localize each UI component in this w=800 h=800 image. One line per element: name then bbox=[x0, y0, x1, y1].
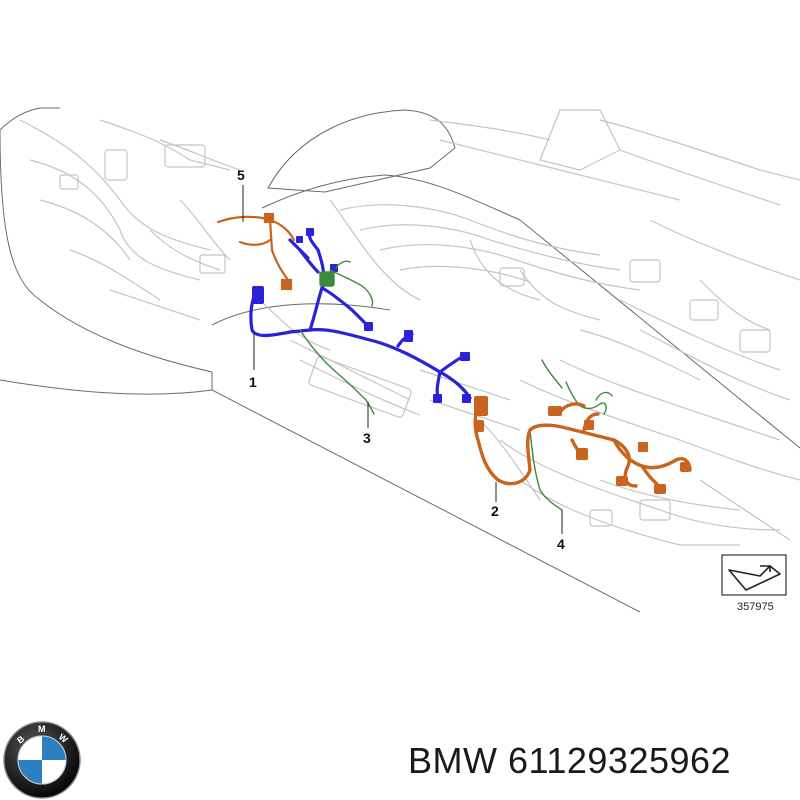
reference-number: 357975 bbox=[737, 601, 774, 613]
bmw-roundel-logo: B M W bbox=[3, 721, 81, 799]
part-caption: BMW 61129325962 bbox=[408, 740, 731, 782]
caption-part-number: 61129325962 bbox=[508, 740, 732, 781]
callout-4: 4 bbox=[557, 536, 565, 552]
harness-4 bbox=[529, 359, 613, 511]
vehicle-body-outline bbox=[0, 107, 800, 613]
svg-text:M: M bbox=[38, 724, 46, 734]
callout-leaders bbox=[242, 185, 563, 534]
view-orientation-symbol bbox=[721, 554, 787, 596]
harness-3 bbox=[299, 260, 375, 415]
svg-text:B: B bbox=[15, 733, 27, 745]
callout-2: 2 bbox=[491, 503, 499, 519]
caption-brand: BMW bbox=[408, 740, 498, 781]
callout-1: 1 bbox=[249, 374, 257, 390]
callout-3: 3 bbox=[363, 430, 371, 446]
harness-1 bbox=[249, 230, 472, 400]
harness-2-connectors bbox=[474, 396, 690, 494]
harness-5 bbox=[216, 212, 296, 291]
harness-1-connectors bbox=[252, 228, 471, 403]
background-components bbox=[19, 109, 800, 546]
callout-5: 5 bbox=[237, 167, 245, 183]
